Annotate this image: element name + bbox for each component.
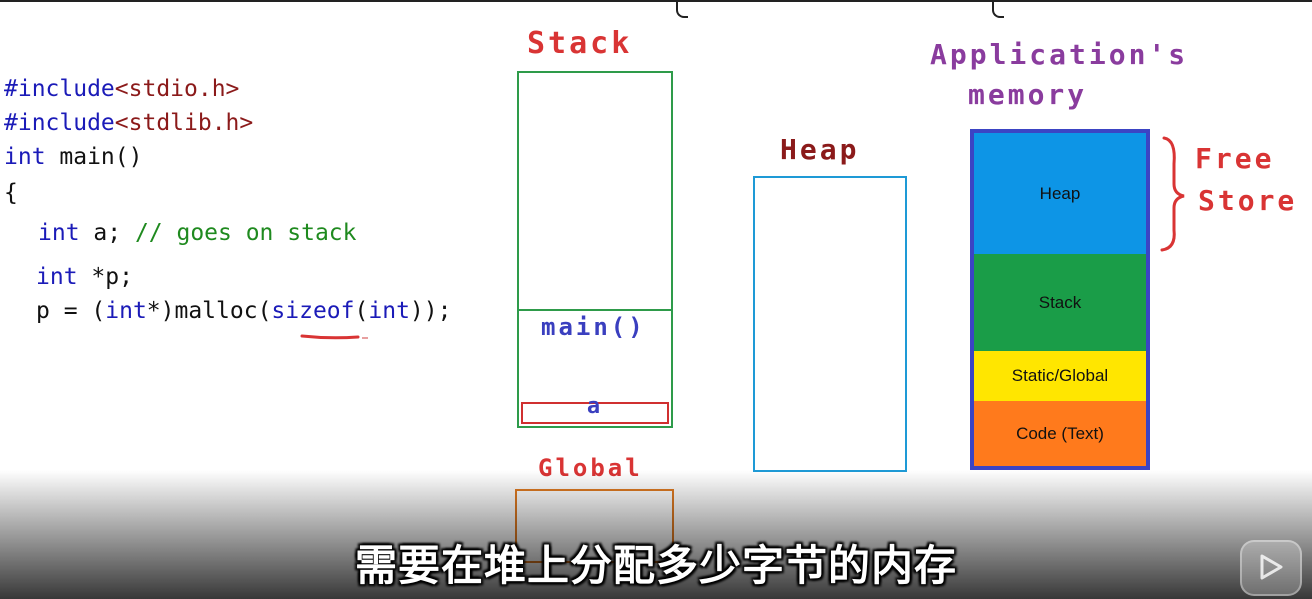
stack-var-a-label: a <box>586 394 604 419</box>
video-subtitle: 需要在堆上分配多少字节的内存 <box>354 541 957 590</box>
stack-title: Stack <box>527 26 633 61</box>
heap-box <box>753 176 907 472</box>
top-mark-right <box>992 0 1004 18</box>
app-memory-title-line2: memory <box>968 78 1088 111</box>
subtitle-shade <box>0 470 1312 599</box>
app-memory-box: Heap Stack Static/Global Code (Text) <box>970 129 1150 470</box>
stack-frame-divider <box>519 309 671 311</box>
stack-var-a-box: a <box>521 394 669 424</box>
play-button[interactable] <box>1240 540 1302 596</box>
code-line-include-stdlib: #include<stdlib.h> <box>4 110 254 136</box>
app-memory-title-line1: Application's <box>930 38 1189 71</box>
code-line-int-a: int a; // goes on stack <box>38 220 357 246</box>
top-mark-left <box>676 0 688 18</box>
free-store-brace <box>1160 136 1185 252</box>
code-line-include-stdio: #include<stdio.h> <box>4 76 240 102</box>
code-line-main: int main() <box>4 144 143 170</box>
memory-segment-code: Code (Text) <box>974 401 1146 466</box>
free-store-label-line1: Free <box>1195 142 1275 175</box>
sizeof-underline-mark <box>300 334 368 340</box>
code-line-open-brace: { <box>4 180 18 206</box>
stack-box: main() a <box>517 71 673 428</box>
stack-frame-label: main() <box>541 313 646 341</box>
memory-segment-stack: Stack <box>974 254 1146 351</box>
code-line-malloc: p = (int*)malloc(sizeof(int)); <box>36 298 452 324</box>
free-store-label-line2: Store <box>1198 184 1298 217</box>
memory-segment-heap: Heap <box>974 133 1146 254</box>
heap-title: Heap <box>780 133 860 166</box>
code-line-int-p: int *p; <box>36 264 133 290</box>
memory-segment-static-global: Static/Global <box>974 351 1146 401</box>
top-divider-line <box>0 0 1312 2</box>
play-icon <box>1260 554 1283 580</box>
